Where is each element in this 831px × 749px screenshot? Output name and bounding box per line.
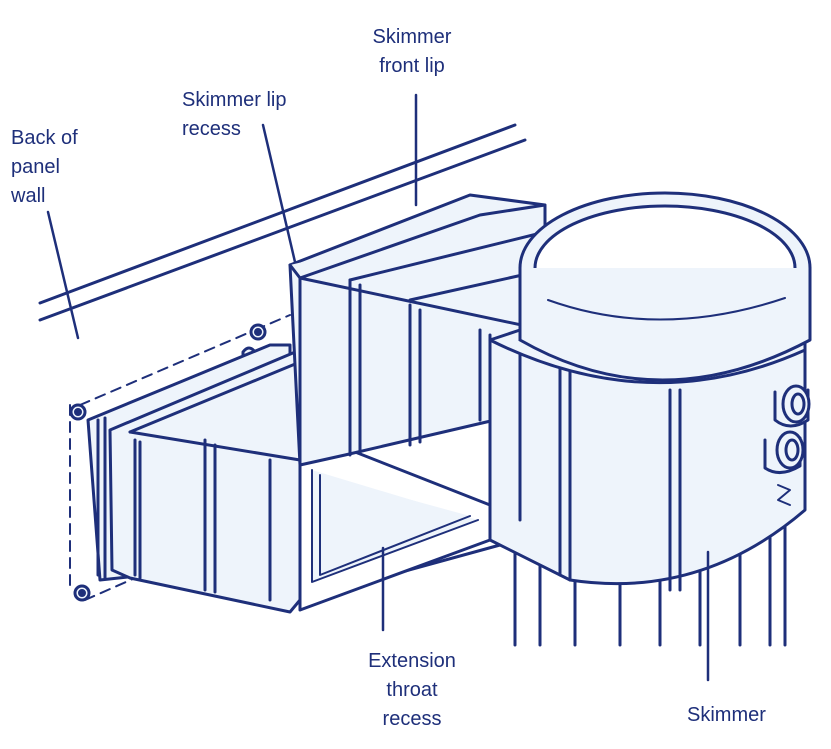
label-skimmer: Skimmer	[687, 704, 766, 726]
label-extension-throat-recess: Extension throat recess	[368, 650, 456, 730]
skimmer-ring	[518, 191, 812, 382]
extension-throat	[108, 348, 502, 614]
label-skimmer-front-lip: Skimmer front lip	[372, 26, 452, 77]
skimmer-body	[513, 478, 787, 647]
panel-wall	[38, 123, 527, 322]
label-back-of-panel-wall: Back of panel wall	[11, 127, 78, 207]
skimmer-throat	[288, 193, 547, 467]
leader-skimmer-lip-recess	[261, 123, 297, 264]
leader-lines	[46, 93, 710, 682]
label-skimmer-lip-recess: Skimmer lip recess	[182, 89, 287, 140]
side-ports	[763, 384, 811, 506]
leader-back-of-panel-wall	[46, 210, 80, 340]
